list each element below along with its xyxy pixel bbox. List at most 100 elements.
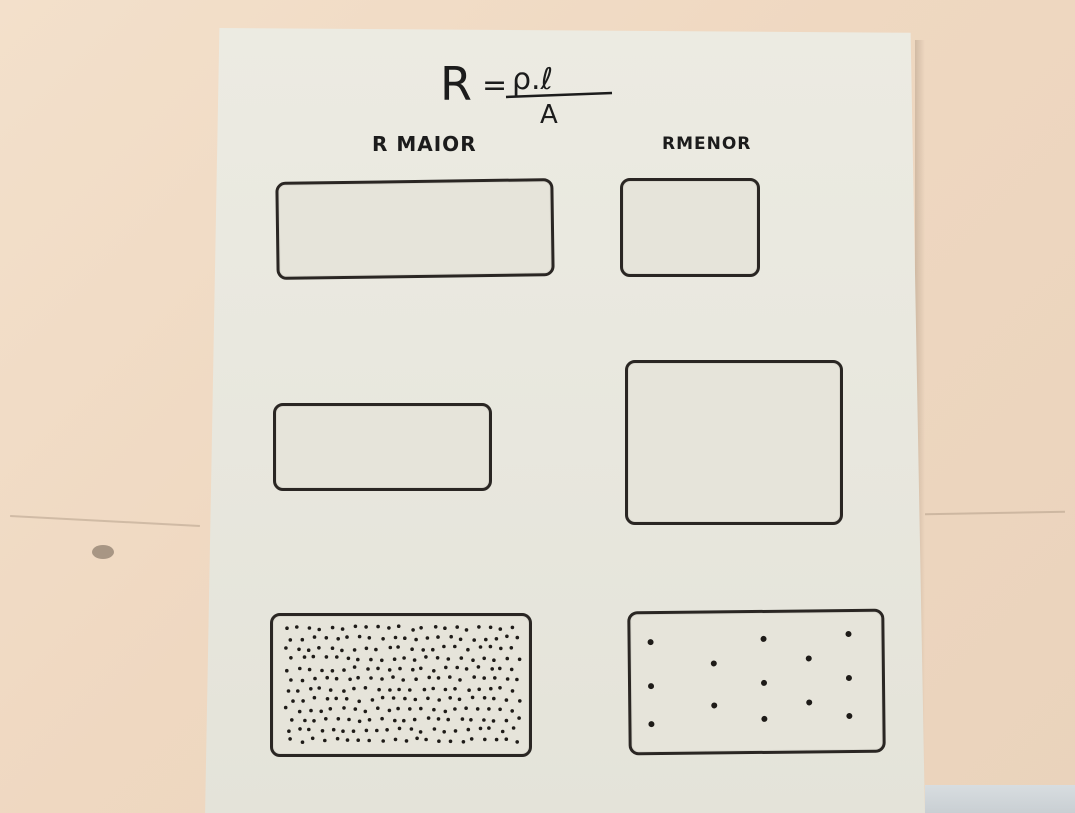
- dot: [449, 740, 453, 744]
- dot: [368, 636, 372, 640]
- formula-numerator: ρ.ℓ: [512, 62, 553, 97]
- dot: [393, 719, 397, 723]
- dot: [414, 677, 418, 681]
- dot: [432, 669, 436, 673]
- dot: [471, 696, 475, 700]
- dot: [471, 658, 475, 662]
- dot: [393, 657, 397, 661]
- dot: [307, 728, 311, 732]
- dot: [301, 638, 305, 642]
- wall-crack-right: [925, 511, 1065, 515]
- dot: [325, 655, 329, 659]
- dot: [449, 635, 453, 639]
- dot: [345, 697, 349, 701]
- formula-denominator: A: [540, 100, 558, 125]
- dot: [285, 626, 289, 630]
- dot: [290, 718, 294, 722]
- dot: [301, 679, 305, 683]
- dot: [403, 636, 407, 640]
- dot: [477, 688, 481, 692]
- dot: [295, 625, 299, 629]
- dot: [377, 688, 381, 692]
- dot: [482, 676, 486, 680]
- dot: [433, 727, 437, 731]
- dot: [381, 637, 385, 641]
- dot: [376, 625, 380, 629]
- dot: [510, 668, 514, 672]
- dot: [380, 717, 384, 721]
- dot: [498, 708, 502, 712]
- dot: [437, 676, 441, 680]
- dot: [419, 707, 423, 711]
- dot: [321, 729, 325, 733]
- dot: [401, 678, 405, 682]
- dot: [437, 717, 441, 721]
- dot: [380, 677, 384, 681]
- dot: [389, 646, 393, 650]
- dot: [454, 729, 458, 733]
- dot: [427, 716, 431, 720]
- dot: [489, 626, 493, 630]
- dot: [336, 637, 340, 641]
- dot: [381, 739, 385, 743]
- dot: [352, 729, 356, 733]
- dot: [518, 699, 522, 703]
- dot: [341, 729, 345, 733]
- dot: [309, 709, 313, 713]
- dot: [846, 675, 852, 681]
- dot: [489, 687, 493, 691]
- dot: [376, 667, 380, 671]
- dot: [466, 648, 470, 652]
- dot: [313, 635, 317, 639]
- dot: [352, 687, 356, 691]
- dot: [368, 718, 372, 722]
- dot: [312, 655, 316, 659]
- dot: [402, 719, 406, 723]
- dot: [711, 660, 717, 666]
- dot: [419, 626, 423, 630]
- dot: [347, 718, 351, 722]
- dot: [761, 680, 767, 686]
- dot: [515, 678, 519, 682]
- dot: [482, 657, 486, 661]
- dot: [365, 647, 369, 651]
- dot: [308, 668, 312, 672]
- dot: [436, 656, 440, 660]
- dot: [291, 699, 295, 703]
- dot: [388, 688, 392, 692]
- dot: [414, 638, 418, 642]
- dot: [518, 658, 522, 662]
- dot: [398, 667, 402, 671]
- dot: [648, 721, 654, 727]
- dot: [312, 719, 316, 723]
- dot: [462, 740, 466, 744]
- dot: [414, 698, 418, 702]
- dot: [479, 727, 483, 731]
- dot: [324, 717, 328, 721]
- dot: [335, 655, 339, 659]
- dot: [410, 727, 414, 731]
- dot: [459, 638, 463, 642]
- dot: [298, 727, 302, 731]
- dot: [421, 648, 425, 652]
- dot: [284, 646, 288, 650]
- dot: [458, 678, 462, 682]
- dot: [398, 727, 402, 731]
- dot: [493, 676, 497, 680]
- dot: [357, 700, 361, 704]
- dot: [476, 707, 480, 711]
- dot: [332, 728, 336, 732]
- wall-stain: [92, 545, 114, 559]
- cutout-large-area: [625, 360, 843, 525]
- dot: [396, 645, 400, 649]
- dot: [460, 656, 464, 660]
- dot: [375, 729, 379, 733]
- dot: [510, 709, 514, 713]
- dot: [331, 646, 335, 650]
- cutout-low-resistivity: [627, 609, 885, 756]
- dot: [448, 696, 452, 700]
- dot: [498, 686, 502, 690]
- dot: [320, 669, 324, 673]
- dot: [297, 648, 301, 652]
